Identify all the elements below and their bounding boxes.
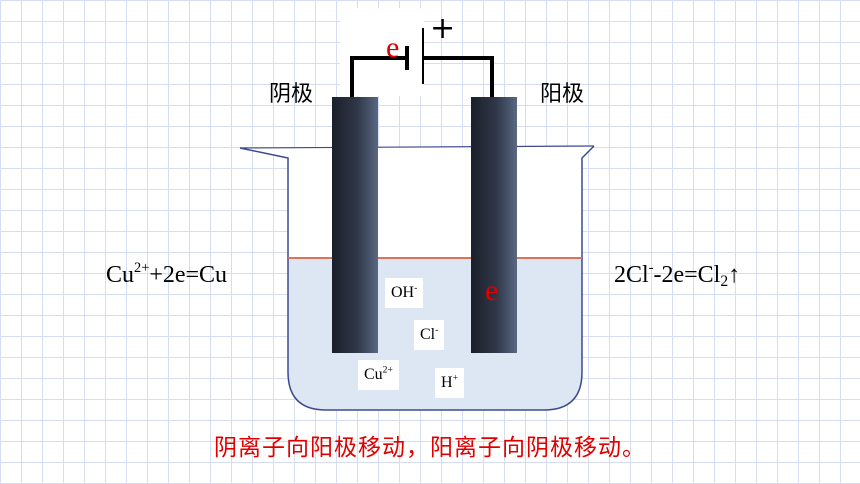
ion-chloride: Cl- bbox=[414, 320, 445, 350]
cathode-label: 阴极 bbox=[269, 82, 314, 107]
ion-hydrogen-charge: + bbox=[452, 372, 458, 384]
cathode-eq-rest: +2e=Cu bbox=[149, 262, 228, 288]
ion-copper: Cu2+ bbox=[358, 360, 399, 390]
ion-hydroxide: OH- bbox=[385, 278, 424, 308]
anode-electrode bbox=[471, 97, 517, 353]
anode-eq-arrow: ↑ bbox=[728, 262, 741, 288]
cathode-eq-charge: 2+ bbox=[134, 259, 150, 276]
ion-chloride-base: Cl bbox=[420, 326, 436, 343]
cathode-eq-base: Cu bbox=[106, 262, 135, 288]
anode-eq-mid: -2e=Cl bbox=[653, 262, 721, 288]
caption: 阴离子向阳极移动，阳离子向阴极移动。 bbox=[214, 435, 646, 461]
anode-label: 阳极 bbox=[540, 82, 585, 107]
cathode-electrode bbox=[332, 97, 378, 353]
ion-hydroxide-base: OH bbox=[391, 284, 415, 301]
anode-eq-lead: 2Cl bbox=[614, 262, 649, 288]
cathode-equation: Cu2++2e=Cu bbox=[106, 259, 228, 288]
anode-wire bbox=[423, 56, 494, 97]
beaker-rim bbox=[239, 145, 595, 149]
ion-hydroxide-charge: - bbox=[414, 282, 418, 294]
battery-plus-sign: + bbox=[430, 11, 456, 46]
battery-electron-symbol: e bbox=[386, 31, 400, 64]
anode-equation: 2Cl--2e=Cl2↑ bbox=[614, 259, 741, 290]
ion-hydrogen: H+ bbox=[435, 368, 464, 398]
anode-eq-sub: 2 bbox=[720, 272, 729, 290]
ion-chloride-charge: - bbox=[435, 324, 439, 336]
beaker-outline bbox=[239, 145, 595, 411]
cathode-wire bbox=[350, 56, 405, 97]
anode-electron-symbol: e bbox=[485, 274, 499, 307]
anode-eq-charge: - bbox=[648, 259, 654, 276]
ion-copper-base: Cu bbox=[364, 366, 383, 383]
ion-copper-charge: 2+ bbox=[382, 364, 393, 376]
ion-hydrogen-base: H bbox=[441, 374, 453, 391]
